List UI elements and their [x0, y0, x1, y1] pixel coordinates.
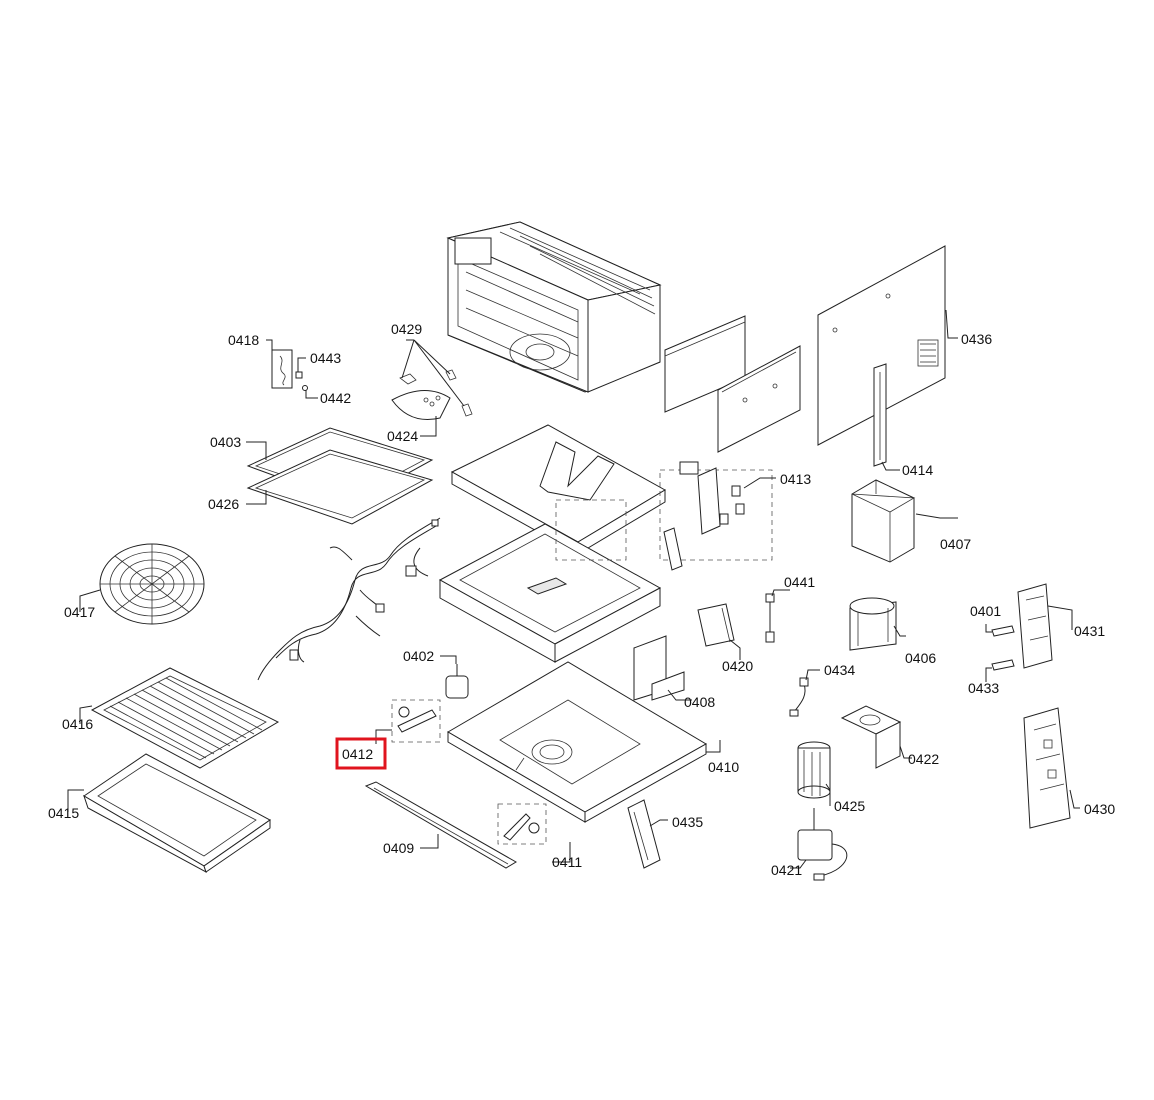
label-0421: 0421 [771, 862, 802, 878]
leader-lines [67, 309, 1080, 869]
label-0411: 0411 [552, 854, 582, 870]
duct-0435 [627, 799, 661, 869]
label-0406: 0406 [905, 650, 936, 666]
bracket-0408 [633, 635, 685, 701]
lamp-0424 [391, 389, 451, 420]
pin-0401 [991, 625, 1015, 637]
sensor-0434 [789, 677, 809, 717]
label-0424: 0424 [387, 428, 418, 444]
baking-tray-0415 [83, 753, 271, 874]
fan-motor-0406 [849, 597, 897, 651]
label-0408: 0408 [684, 694, 715, 710]
highlight-box-0412 [335, 737, 387, 770]
label-0401: 0401 [970, 603, 1001, 619]
rail-0409 [364, 781, 517, 869]
part-labels: 0418 0443 0442 0429 0424 0403 0426 0417 … [48, 321, 1115, 878]
screw-0442 [302, 385, 308, 391]
vertical-bracket-0414 [873, 363, 887, 467]
label-0429: 0429 [391, 321, 422, 337]
label-0431: 0431 [1074, 623, 1105, 639]
label-0434: 0434 [824, 662, 855, 678]
label-0441: 0441 [784, 574, 815, 590]
label-0420: 0420 [722, 658, 753, 674]
label-0435: 0435 [672, 814, 703, 830]
lock-assembly-0413 [659, 461, 773, 571]
pin-0433 [991, 659, 1015, 671]
module-0420 [697, 603, 735, 647]
label-0418: 0418 [228, 332, 259, 348]
label-0422: 0422 [908, 751, 939, 767]
wire-rack-0416 [90, 667, 280, 769]
label-0433: 0433 [968, 680, 999, 696]
label-plate-0418 [271, 349, 293, 389]
label-0403: 0403 [210, 434, 241, 450]
label-0415: 0415 [48, 805, 79, 821]
power-board-0430 [1023, 707, 1071, 829]
label-0425: 0425 [834, 798, 865, 814]
clips-0429 [399, 369, 473, 417]
fan-guard-0417 [99, 543, 205, 625]
label-0413: 0413 [780, 471, 811, 487]
label-0410: 0410 [708, 759, 739, 775]
label-0416: 0416 [62, 716, 93, 732]
label-0417: 0417 [64, 604, 95, 620]
label-0436: 0436 [961, 331, 992, 347]
back-panel-0436 [817, 245, 946, 446]
label-0442: 0442 [320, 390, 351, 406]
label-0412: 0412 [342, 746, 373, 762]
fan-housing-0407 [851, 479, 916, 563]
control-board-0431 [1017, 583, 1053, 669]
label-0443: 0443 [310, 350, 341, 366]
label-0409: 0409 [383, 840, 414, 856]
motor-0421 [797, 808, 848, 881]
oven-cavity [446, 221, 662, 393]
base-plate-0410 [447, 661, 707, 823]
fan-bracket-0422 [840, 705, 902, 769]
cavity-floor-tray [438, 523, 662, 663]
sensor-0441 [765, 593, 775, 643]
glass-panel-0426 [246, 449, 434, 525]
fan-wheel-0425 [797, 741, 831, 799]
wiring-harness [257, 517, 441, 681]
latch-0412 [391, 699, 441, 743]
rear-panel-small-2 [717, 345, 801, 453]
label-0407: 0407 [940, 536, 971, 552]
label-0430: 0430 [1084, 801, 1115, 817]
hinge-0411 [497, 803, 547, 845]
clip-0443 [295, 371, 303, 379]
label-0426: 0426 [208, 496, 239, 512]
label-0414: 0414 [902, 462, 933, 478]
motor-0402 [445, 664, 469, 699]
dashed-detail-box [555, 499, 627, 561]
label-0402: 0402 [403, 648, 434, 664]
